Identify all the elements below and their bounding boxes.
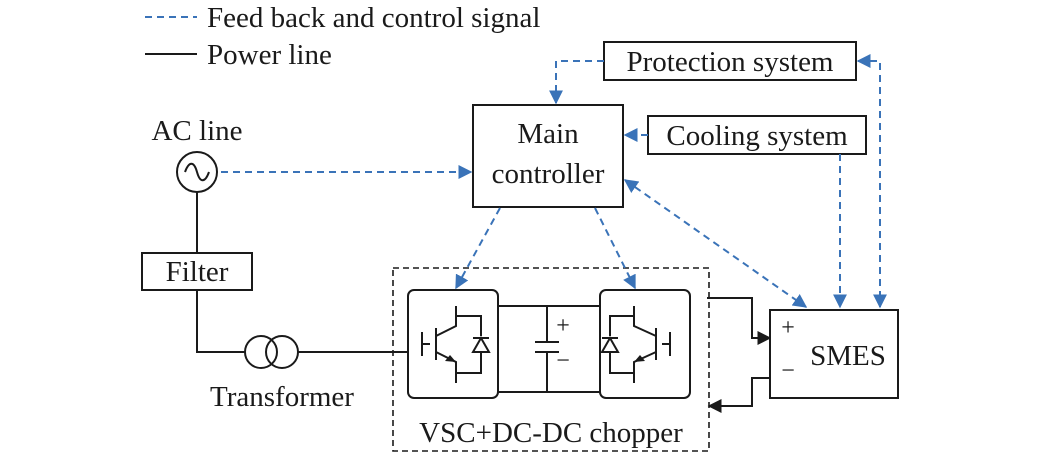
smes-minus-sign: −	[781, 358, 795, 384]
chopper-to-smes-wire	[707, 297, 772, 345]
controller-to-chopper-signal	[594, 207, 636, 290]
main-controller-box	[472, 104, 624, 208]
sine-wave-icon	[184, 162, 210, 182]
protection-smes-signal	[856, 54, 887, 309]
smes-label: SMES	[810, 340, 886, 372]
smes-box	[769, 309, 899, 399]
legend-power-label: Power line	[207, 39, 332, 71]
transformer-secondary-coil	[265, 335, 299, 369]
filter-to-transformer-wire	[196, 290, 245, 353]
cooling-system-label: Cooling system	[666, 120, 848, 152]
smes-to-chopper-wire	[707, 377, 770, 413]
main-controller-label-line1: Main	[517, 118, 579, 150]
transformer-primary-coil	[244, 335, 278, 369]
chopper-igbt-icon	[600, 306, 671, 383]
smes-plus-sign: +	[781, 315, 795, 341]
filter-box	[141, 252, 253, 291]
capacitor-plus-sign: +	[556, 313, 570, 339]
controller-to-vsc-signal	[455, 207, 501, 290]
ac-line-label: AC line	[151, 115, 242, 147]
protection-system-box	[603, 41, 857, 81]
converter-label: VSC+DC-DC chopper	[419, 417, 683, 449]
vsc-igbt-icon	[421, 306, 491, 383]
controller-smes-signal	[623, 179, 808, 308]
protection-system-label: Protection system	[626, 46, 833, 78]
protection-to-controller-signal	[549, 60, 604, 105]
signal-lines	[221, 54, 887, 309]
main-controller-label-line2: controller	[492, 158, 605, 190]
legend-signal-label: Feed back and control signal	[207, 2, 540, 34]
transformer-label: Transformer	[210, 381, 354, 413]
capacitor-minus-sign: −	[556, 348, 570, 374]
filter-label: Filter	[166, 256, 229, 288]
dc-capacitor-symbol	[535, 306, 559, 392]
